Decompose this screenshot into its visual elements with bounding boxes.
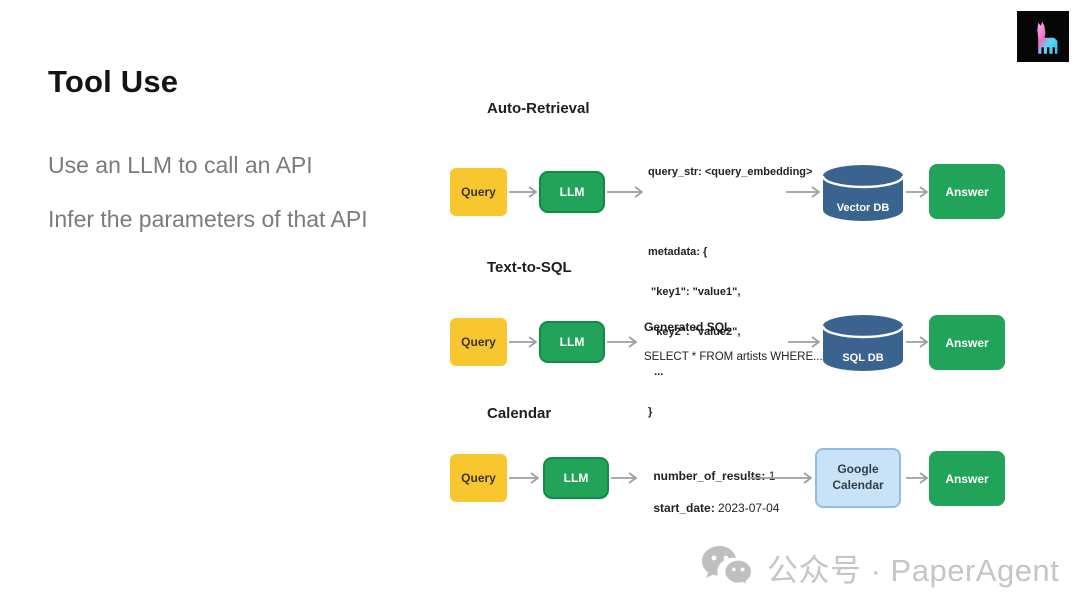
arrow-right-icon xyxy=(611,471,637,485)
arrow-right-icon xyxy=(607,335,637,349)
payload-line: metadata: { xyxy=(648,246,708,258)
payload-text: query_str: <query_embedding> metadata: {… xyxy=(648,140,812,444)
query-node: Query xyxy=(450,168,507,216)
watermark-text: 公众号 · PaperAgent xyxy=(767,552,1060,588)
payload-line: "key1": "value1", xyxy=(648,286,741,298)
arrow-right-icon xyxy=(906,471,928,485)
sql-db-cylinder: SQL DB xyxy=(822,314,904,372)
watermark: 公众号 · PaperAgent xyxy=(700,542,1059,592)
arrow-right-icon xyxy=(786,185,820,199)
answer-node: Answer xyxy=(929,164,1005,219)
wechat-icon xyxy=(702,546,754,589)
payload-line: ... xyxy=(648,366,664,378)
query-node: Query xyxy=(450,454,507,502)
arrow-right-icon xyxy=(509,471,539,485)
param-text: number_of_results: 1 xyxy=(640,455,775,497)
llm-node: LLM xyxy=(539,171,605,213)
query-node: Query xyxy=(450,318,507,366)
store-label: Vector DB xyxy=(836,202,890,214)
llm-node: LLM xyxy=(539,321,605,363)
llama-icon xyxy=(1037,21,1058,54)
answer-node: Answer xyxy=(929,451,1005,506)
bullet-text: Use an LLM to call an API xyxy=(48,152,313,178)
flow-heading-auto-retrieval: Auto-Retrieval xyxy=(487,100,590,117)
arrow-right-icon xyxy=(509,185,537,199)
flow-heading-text-to-sql: Text-to-SQL xyxy=(487,259,572,276)
param-label: number_of_results: xyxy=(653,469,766,483)
param-value: 1 xyxy=(765,469,776,483)
arrow-right-icon xyxy=(906,335,928,349)
arrow-right-icon xyxy=(509,335,537,349)
payload-line: query_str: <query_embedding> xyxy=(648,166,813,178)
param-text: start_date: 2023-07-04 xyxy=(640,487,779,529)
payload-line: "key2": "value2", xyxy=(648,326,741,338)
page-title: Tool Use xyxy=(48,64,179,99)
database-icon xyxy=(822,315,904,371)
param-value: 2023-07-04 xyxy=(714,501,780,515)
tool-label-line: Google xyxy=(837,462,879,477)
generated-sql-text: SELECT * FROM artists WHERE... xyxy=(644,351,823,363)
payload-line xyxy=(648,204,812,220)
tool-label-line: Calendar xyxy=(832,478,884,492)
payload-line: } xyxy=(648,406,653,418)
bullet-list: Use an LLM to call an API Infer the para… xyxy=(48,150,386,259)
llm-node: LLM xyxy=(543,457,609,499)
store-label: SQL DB xyxy=(842,352,884,364)
generated-sql-title: Generated SQL xyxy=(644,320,732,334)
bullet-text: Infer the parameters of that API xyxy=(48,206,368,233)
param-label: start_date: xyxy=(653,501,715,515)
google-calendar-node: Google Calendar xyxy=(815,448,901,508)
arrow-right-icon xyxy=(788,335,820,349)
database-icon xyxy=(822,165,904,221)
answer-node: Answer xyxy=(929,315,1005,370)
llama-logo xyxy=(1017,11,1069,62)
arrow-right-icon xyxy=(906,185,928,199)
flow-heading-calendar: Calendar xyxy=(487,405,552,422)
arrow-right-icon xyxy=(748,471,812,485)
vector-db-cylinder: Vector DB xyxy=(822,164,904,222)
arrow-right-icon xyxy=(607,185,643,199)
